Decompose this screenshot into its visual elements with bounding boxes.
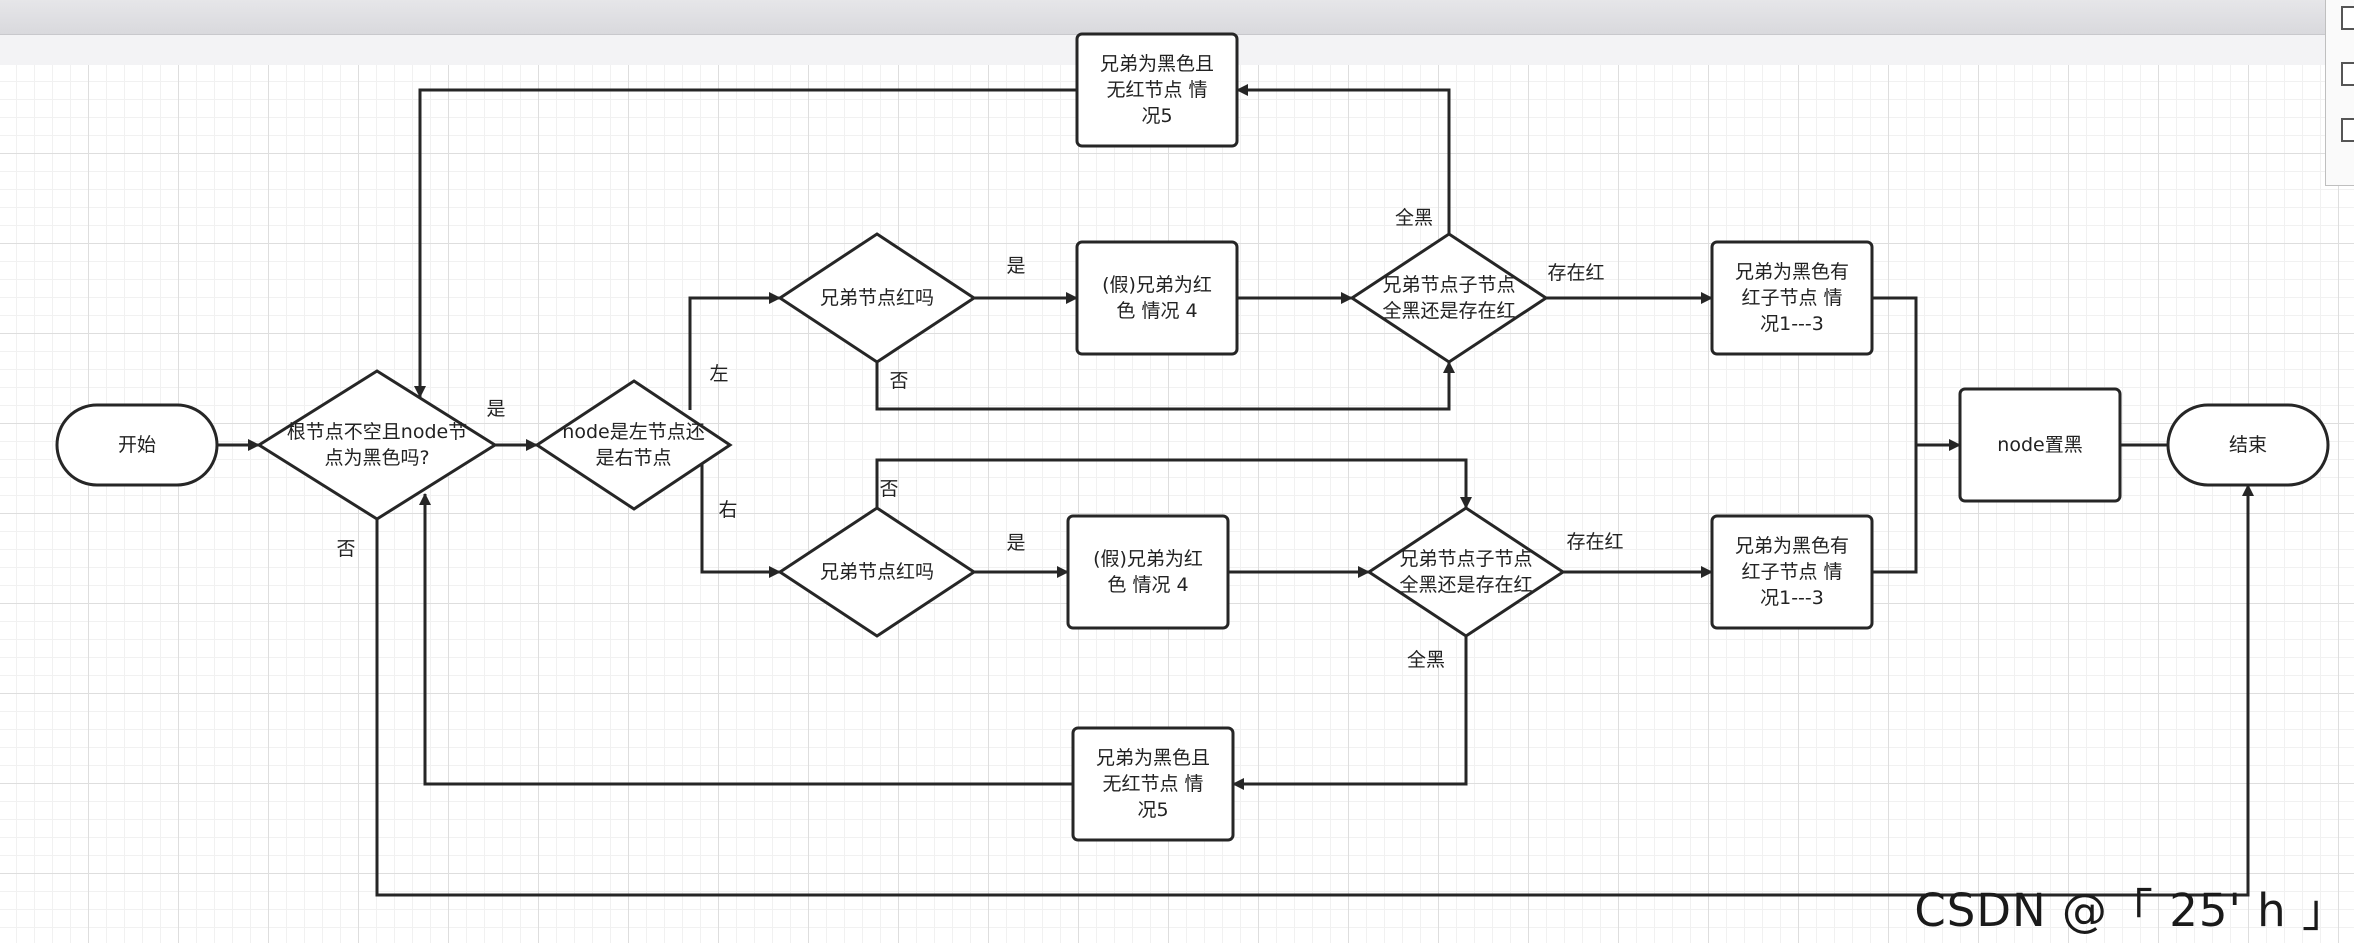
- panel-tool-icon[interactable]: [2341, 62, 2354, 86]
- case5-bottom-label: 兄弟为黑色且 无红节点 情 况5: [1095, 747, 1210, 821]
- edge-label-has-red-bottom: 存在红: [1566, 531, 1624, 553]
- edge-case1-3-bottom-merge: [1872, 445, 1918, 574]
- child-bottom-label: 兄弟节点子节点 全黑还是存在红: [1399, 548, 1533, 596]
- case1-3-bottom-label: 兄弟为黑色有 红子节点 情 况1---3: [1734, 535, 1849, 609]
- edge-child-bottom-all-black: [1232, 636, 1468, 790]
- edge-label-no-root: 否: [336, 538, 356, 560]
- case5-top-label: 兄弟为黑色且 无红节点 情 况5: [1099, 53, 1214, 127]
- format-side-panel: [2325, 0, 2354, 186]
- edge-red-bottom-no: [875, 458, 1472, 509]
- case4-top-label: (假)兄弟为红 色 情况 4: [1102, 274, 1212, 322]
- edge-label-has-red-top: 存在红: [1547, 262, 1605, 284]
- side-decision-label: node是左节点还 是右节点: [562, 421, 705, 469]
- edge-label-right: 右: [718, 499, 738, 521]
- panel-tool-icon[interactable]: [2341, 6, 2354, 30]
- edge-red-top-no: [875, 361, 1455, 411]
- root-decision-label: 根节点不空且node节 点为黑色吗?: [286, 421, 468, 469]
- panel-tool-icon[interactable]: [2341, 118, 2354, 142]
- edge-side-left: [688, 292, 781, 410]
- start-label: 开始: [117, 434, 156, 456]
- edge-label-all-black-bottom: 全黑: [1406, 649, 1446, 671]
- edge-label-yes-bottom: 是: [1006, 532, 1026, 554]
- decision-left-or-right[interactable]: [534, 379, 733, 511]
- edge-case5-bottom-back: [419, 493, 1073, 786]
- edge-label-left: 左: [709, 363, 729, 385]
- set-black-label: node置黑: [1997, 434, 2083, 456]
- csdn-watermark: CSDN @「 25' h 」: [1914, 884, 2348, 937]
- case4-bottom-label: (假)兄弟为红 色 情况 4: [1093, 548, 1203, 596]
- edge-case1-3-top-merge: [1872, 296, 1918, 445]
- edge-label-no-top: 否: [889, 370, 909, 392]
- edge-root-no-to-end: [375, 484, 2254, 897]
- edge-label-yes-root: 是: [486, 398, 506, 420]
- red-bottom-label: 兄弟节点红吗: [819, 561, 934, 583]
- end-label: 结束: [2228, 434, 2267, 456]
- edge-child-top-all-black: [1236, 84, 1451, 234]
- red-top-label: 兄弟节点红吗: [819, 287, 934, 309]
- edge-label-yes-top: 是: [1006, 255, 1026, 277]
- edge-case5-top-back: [414, 88, 1077, 398]
- case1-3-top-label: 兄弟为黑色有 红子节点 情 况1---3: [1734, 261, 1849, 335]
- child-top-label: 兄弟节点子节点 全黑还是存在红: [1382, 274, 1516, 322]
- edge-label-no-bottom: 否: [879, 478, 899, 500]
- decision-sibling-red-bottom[interactable]: [777, 506, 977, 638]
- edge-label-all-black-top: 全黑: [1394, 207, 1434, 229]
- edge-side-right: [700, 464, 781, 578]
